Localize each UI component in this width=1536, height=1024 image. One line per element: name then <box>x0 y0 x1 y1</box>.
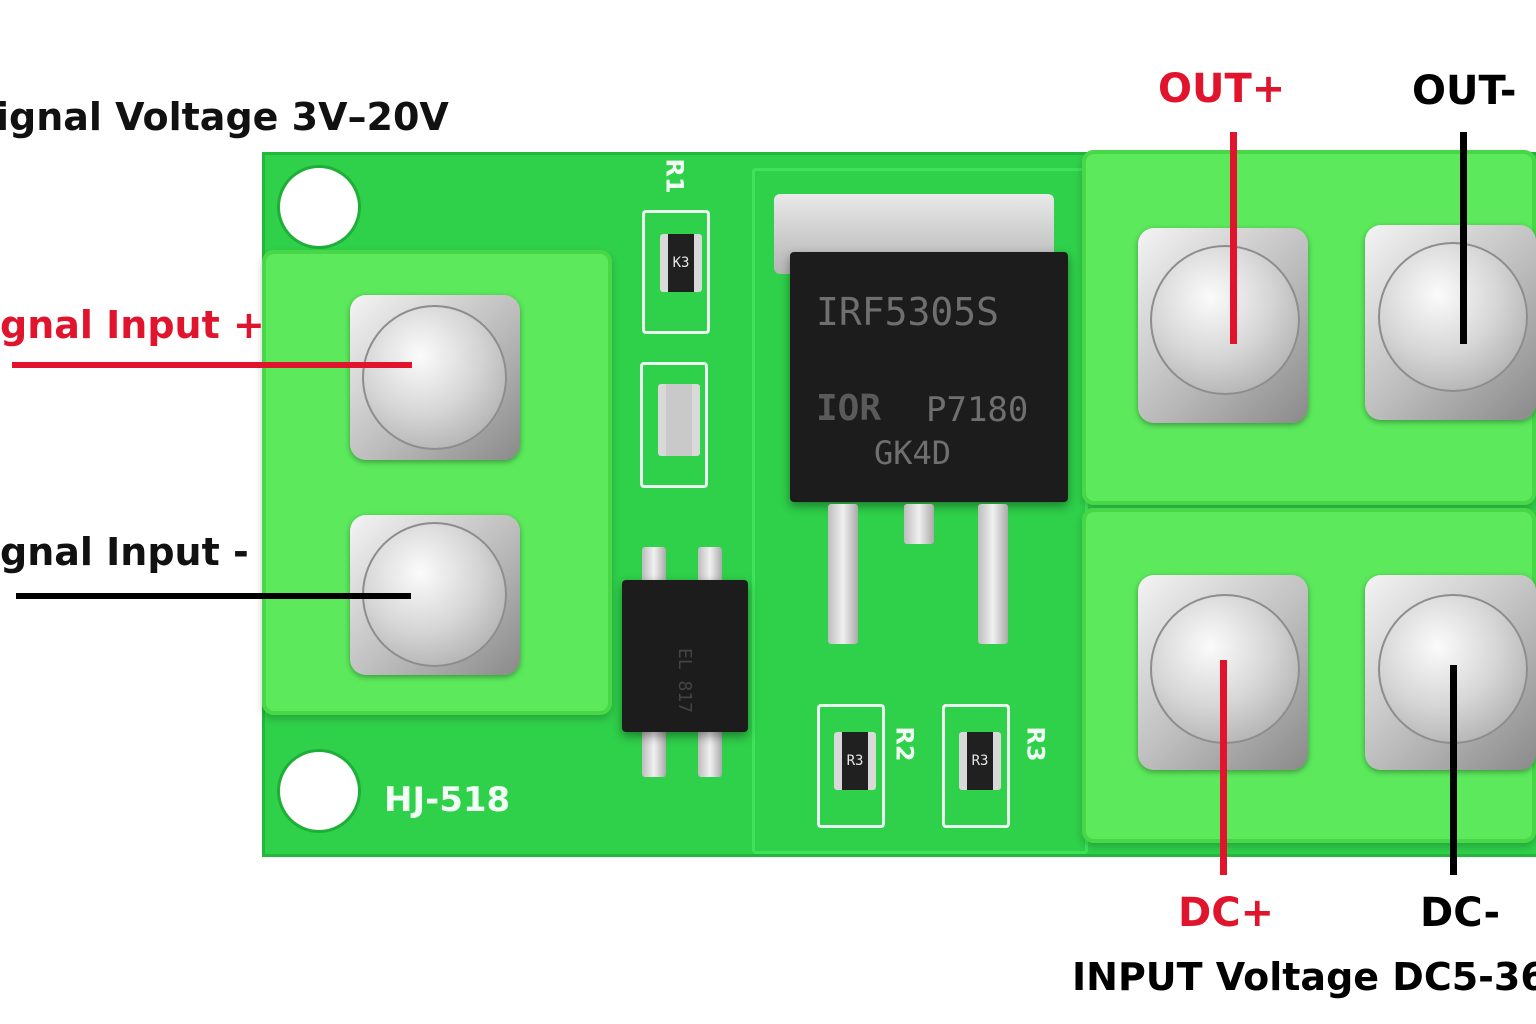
silkscreen-r2 <box>817 704 885 828</box>
out-minus-leader <box>1460 132 1467 344</box>
silkscreen-c1 <box>640 362 708 488</box>
label-r3: R3 <box>1021 726 1050 762</box>
mosfet-source-pin <box>978 504 1008 644</box>
signal-plus-leader <box>12 362 412 368</box>
silkscreen-r1 <box>642 210 710 334</box>
opto-pin-3 <box>642 727 666 777</box>
opto-marking: EL 817 <box>674 647 696 714</box>
resistor-r2: R3 <box>834 732 876 790</box>
out-plus-label: OUT+ <box>1158 66 1286 112</box>
dc-plus-leader <box>1220 660 1227 875</box>
dc-minus-label: DC- <box>1420 890 1501 936</box>
mosfet-code-2: GK4D <box>874 434 952 472</box>
board-model: HJ-518 <box>384 780 511 820</box>
resistor-r3-code: R3 <box>971 753 989 769</box>
out-minus-label: OUT- <box>1412 68 1517 114</box>
dc-minus-leader <box>1450 665 1457 875</box>
resistor-r1: K3 <box>660 234 702 292</box>
signal-minus-leader <box>16 593 411 599</box>
out-plus-leader <box>1230 132 1237 344</box>
mosfet-code-1: P7180 <box>926 390 1029 430</box>
mosfet-gate-pin <box>828 504 858 644</box>
mounting-hole-top <box>280 168 358 246</box>
signal-plus-screw-icon[interactable] <box>362 305 507 450</box>
resistor-r1-code: K3 <box>672 255 690 271</box>
mosfet-brand-logo: IOR <box>816 388 882 429</box>
opto-pin-4 <box>698 727 722 777</box>
mosfet-drain-pin <box>904 504 934 544</box>
mosfet-part-number: IRF5305S <box>816 290 1000 334</box>
signal-voltage-label: ignal Voltage 3V–20V <box>0 95 449 139</box>
mounting-hole-bottom <box>280 752 358 830</box>
out-minus-screw-icon[interactable] <box>1378 242 1528 392</box>
dc-plus-label: DC+ <box>1178 890 1275 936</box>
label-r1: R1 <box>660 158 689 194</box>
out-plus-screw-icon[interactable] <box>1150 245 1300 395</box>
resistor-r3: R3 <box>959 732 1001 790</box>
optocoupler-chip: EL 817 <box>622 580 748 732</box>
signal-input-minus-label: gnal Input - <box>0 530 249 574</box>
label-r2: R2 <box>890 726 919 762</box>
capacitor-c1 <box>658 384 700 456</box>
mosfet-chip: IRF5305S IOR P7180 GK4D <box>790 252 1068 502</box>
input-voltage-label: INPUT Voltage DC5-36 <box>1072 955 1536 999</box>
signal-input-plus-label: gnal Input + <box>0 303 265 347</box>
resistor-r2-code: R3 <box>846 753 864 769</box>
silkscreen-r3 <box>942 704 1010 828</box>
